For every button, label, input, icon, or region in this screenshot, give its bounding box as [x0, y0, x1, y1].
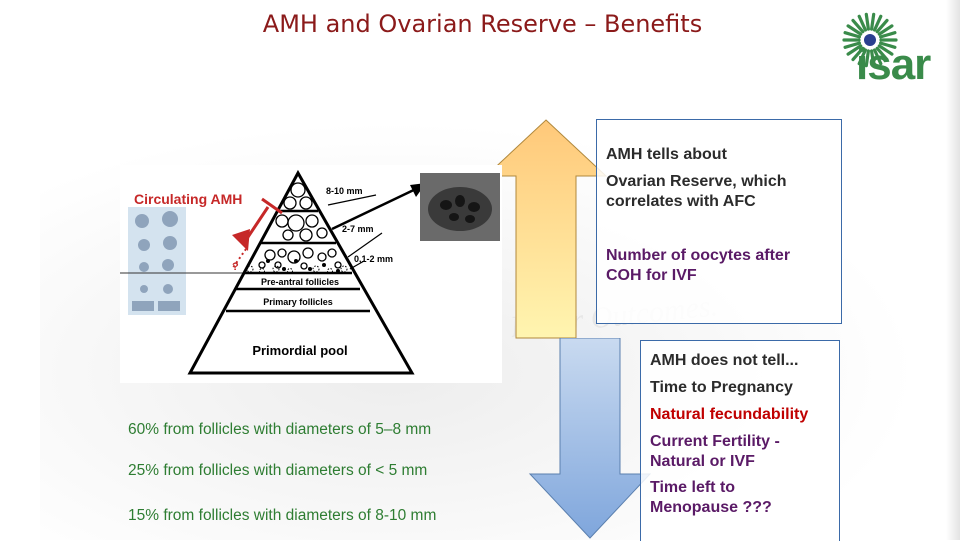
logo-ray [857, 14, 868, 32]
down-arrow-icon [528, 338, 652, 539]
size-label-2-7: 2-7 mm [342, 224, 374, 234]
follicle-pyramid-figure: Circulating AMH ? 8-10 mm 2-7 mm 0,1-2 m… [120, 165, 502, 383]
logo-ray [846, 44, 863, 56]
top-box-line-3: correlates with AFC [606, 193, 756, 210]
isar-logo-text: isar [856, 40, 931, 89]
bottom-box-item-3a: Current Fertility - [650, 433, 780, 450]
logo-ray [877, 44, 894, 56]
slide-title: AMH and Ovarian Reserve – Benefits [262, 10, 703, 38]
logo-ray [872, 48, 883, 66]
logo-ray [870, 49, 876, 68]
bottom-box-header: AMH does not tell... [650, 352, 799, 369]
logo-ray [857, 48, 868, 66]
logo-ray [864, 12, 870, 31]
percentage-60: 60% from follicles with diameters of 5–8… [128, 421, 432, 438]
bottom-box-item-3b: Natural or IVF [650, 453, 755, 470]
percentage-15: 15% from follicles with diameters of 8-1… [128, 507, 437, 524]
primary-follicles-label: Primary follicles [263, 297, 333, 307]
percentage-25: 25% from follicles with diameters of < 5… [128, 462, 428, 479]
logo-ray [864, 49, 870, 68]
logo-ray [851, 18, 865, 34]
top-box-line-5: COH for IVF [606, 267, 697, 284]
bottom-info-box [640, 340, 840, 541]
primordial-pool-label: Primordial pool [252, 343, 348, 358]
bottom-box-item-4a: Time left to [650, 479, 736, 496]
logo-ray [872, 14, 883, 32]
logo-ray [877, 24, 894, 36]
top-box-line-4: Number of oocytes after [606, 247, 791, 264]
logo-ray [879, 31, 897, 39]
logo-ray [843, 41, 861, 49]
size-label-8-10: 8-10 mm [326, 186, 363, 196]
logo-ray [875, 46, 889, 62]
bottom-box-item-1: Time to Pregnancy [650, 379, 793, 396]
logo-ray [843, 31, 861, 39]
logo-ray [846, 24, 863, 36]
top-info-box [596, 119, 842, 324]
top-box-line-1: AMH tells about [606, 146, 727, 163]
pyramid-diagram [120, 169, 500, 375]
right-edge-shadow [946, 0, 960, 540]
pre-antral-label: Pre-antral follicles [260, 277, 340, 287]
isar-logo-icon [842, 12, 898, 68]
question-mark-label: ? [232, 261, 239, 273]
bottom-box-item-4b: Menopause ??? [650, 499, 772, 516]
bottom-box-item-2: Natural fecundability [650, 406, 809, 423]
circulating-amh-label: Circulating AMH [134, 191, 243, 207]
logo-ray [879, 41, 897, 49]
logo-ray [875, 18, 889, 34]
up-arrow-icon [484, 119, 608, 339]
size-label-01-2: 0,1-2 mm [354, 254, 394, 264]
top-box-line-2: Ovarian Reserve, which [606, 173, 787, 190]
logo-ray [870, 12, 876, 31]
logo-ray [851, 46, 865, 62]
